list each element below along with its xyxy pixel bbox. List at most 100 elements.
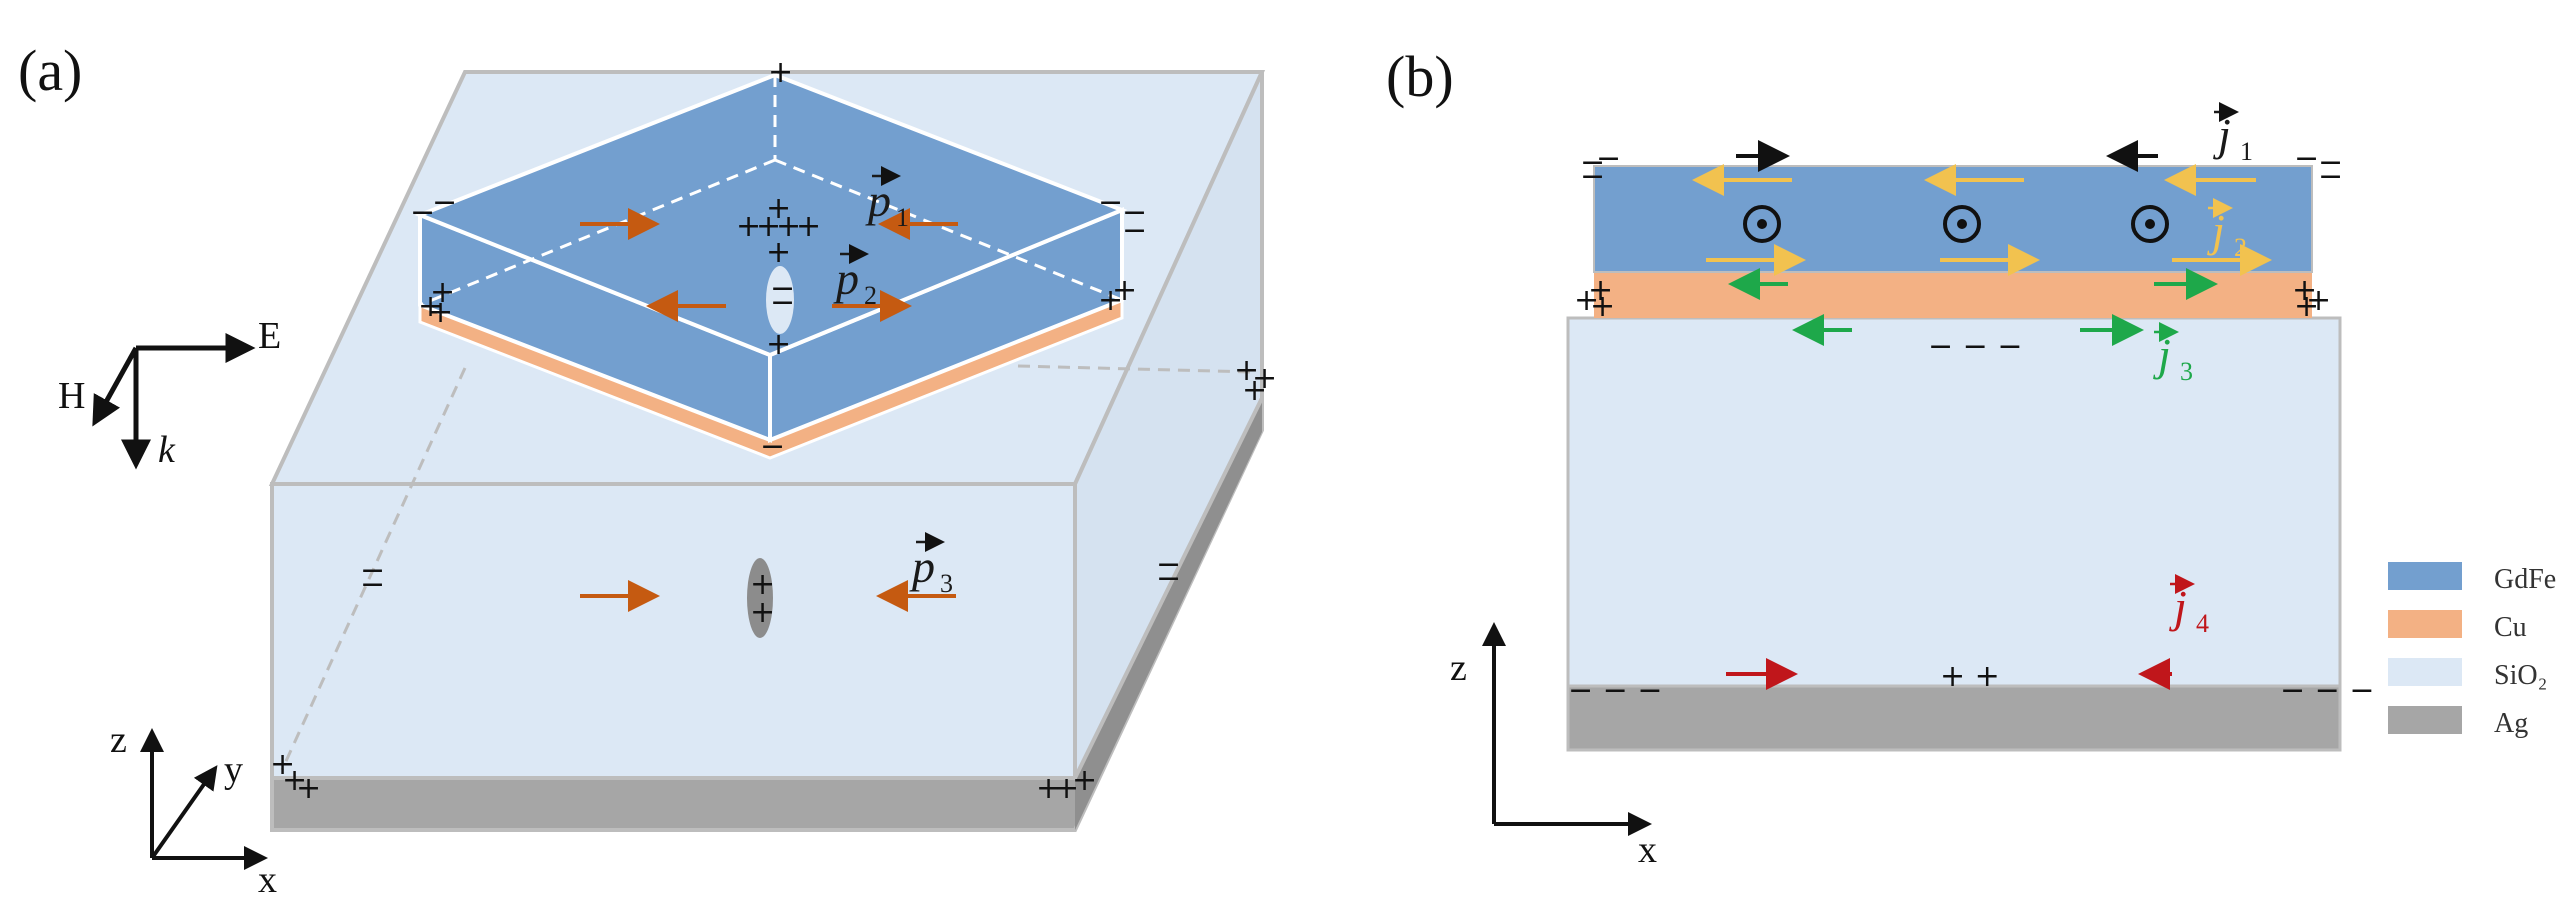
charge-minus: − [760,429,785,464]
charge-plus: + [766,327,791,362]
charge-plus: + [1252,361,1277,396]
svg-text:2: 2 [864,281,877,310]
charge-plus: + [768,55,793,90]
charge-minus: − [1580,159,1605,194]
charges-a: + + + + + + + − − + − − − − − − + + + + … [270,55,1277,806]
svg-text:3: 3 [940,569,953,598]
charge-plus: + [776,209,801,244]
charge-minus: − [1580,145,1605,180]
svg-text:4: 4 [2196,609,2209,638]
charge-minus: − [2294,141,2319,176]
svg-text:p: p [865,175,891,226]
legend-item-gdfe: GdFe [2388,562,2556,595]
charge-plus: + [796,209,821,244]
charge-minus: − [360,553,385,588]
charge-minus: − [1596,141,1621,176]
charge-plus: + [1054,771,1079,806]
charge-plus: + [750,595,775,630]
charge-plus: + [1234,353,1259,388]
vec-label-p3: p 3 [909,532,953,598]
field-label-e: E [258,315,281,357]
charge-minus: − [432,185,457,220]
charge-minus: − [2318,159,2343,194]
charge-plus: + [1242,373,1267,408]
charge-plus: + [2306,283,2331,318]
charge-minus: − [1098,185,1123,220]
axis-a-z: z [110,719,127,761]
charges-b: − − − − − − + + + + + + − − − + + − − − … [1568,141,2374,708]
svg-text:SiO₂: SiO₂ [2494,660,2547,691]
charge-minus: − [1156,547,1181,582]
charge-plus: + [418,289,443,324]
axis-b-x: x [1638,829,1657,871]
charge-plus: + [282,763,307,798]
vec-label-p2: p 2 [833,244,877,310]
charge-plus: + [430,275,455,310]
vec-label-j2: j 2 [2207,198,2247,262]
svg-text:GdFe: GdFe [2494,564,2556,595]
axes-a: z y x [110,719,277,901]
axis-b-z: z [1450,647,1467,689]
axis-a-x: x [258,859,277,901]
ag-layer-b [1566,684,2342,752]
svg-text:j: j [2213,109,2231,160]
charge-plus: + [1588,273,1613,308]
vec-label-j1: j 1 [2213,102,2253,166]
charge-plus: + [296,771,321,806]
charge-plus: + [1112,273,1137,308]
charge-minus: − [410,195,435,230]
axis-a-y: y [224,749,243,791]
charge-triple-minus: − − − [1928,329,2022,364]
charge-plus: + [2292,273,2317,308]
charge-triple-minus: − − − [2280,673,2374,708]
field-triad: E H k [58,315,281,471]
svg-text:1: 1 [2240,137,2253,166]
svg-text:Cu: Cu [2494,612,2527,643]
charge-plus: + [766,235,791,270]
panel-a-label: (a) [18,38,82,103]
charge-plus: + [1036,771,1061,806]
charge-minus: − [1122,213,1147,248]
legend-item-cu: Cu [2388,610,2527,643]
svg-text:3: 3 [2180,357,2193,386]
field-label-h: H [58,375,85,417]
gdfe-cu-slab-a [414,72,1128,460]
cu-layer-b [1594,272,2312,318]
charge-plus: + [736,209,761,244]
charge-plus: + [1590,289,1615,324]
charge-minus: − [770,271,795,306]
charge-plus: + [2294,289,2319,324]
charge-plus: + [1072,763,1097,798]
svg-text:1: 1 [896,203,909,232]
charge-minus: − [2318,145,2343,180]
current-arrows-b [1692,140,2272,690]
legend: GdFe Cu SiO₂ Ag [2388,562,2556,739]
panel-b-label: (b) [1386,44,1454,109]
charge-minus: − [1122,195,1147,230]
vec-label-j3: j 3 [2153,322,2193,386]
vec-label-p1: p 1 [865,166,909,232]
charge-plus: + [428,295,453,330]
out-of-page-symbols [1743,205,2169,243]
field-label-k: k [158,429,176,471]
sio2-layer-b [1566,316,2342,720]
charge-minus: − [770,285,795,320]
charge-plus: + [766,191,791,226]
charge-double-plus: + + [1940,659,2000,694]
svg-text:p: p [909,541,935,592]
svg-text:Ag: Ag [2494,708,2528,739]
vec-label-j4: j 4 [2169,574,2209,638]
legend-item-ag: Ag [2388,706,2528,739]
charge-minus: − [1156,561,1181,596]
svg-text:2: 2 [2234,233,2247,262]
axes-b: z x [1450,622,1657,871]
charge-plus: + [756,209,781,244]
charge-plus: + [270,747,295,782]
charge-triple-minus: − − − [1568,673,1662,708]
charge-plus: + [750,567,775,602]
charge-plus: + [1574,283,1599,318]
charge-minus: − [360,567,385,602]
charge-plus: + [1098,283,1123,318]
legend-item-sio2: SiO₂ [2388,658,2547,691]
